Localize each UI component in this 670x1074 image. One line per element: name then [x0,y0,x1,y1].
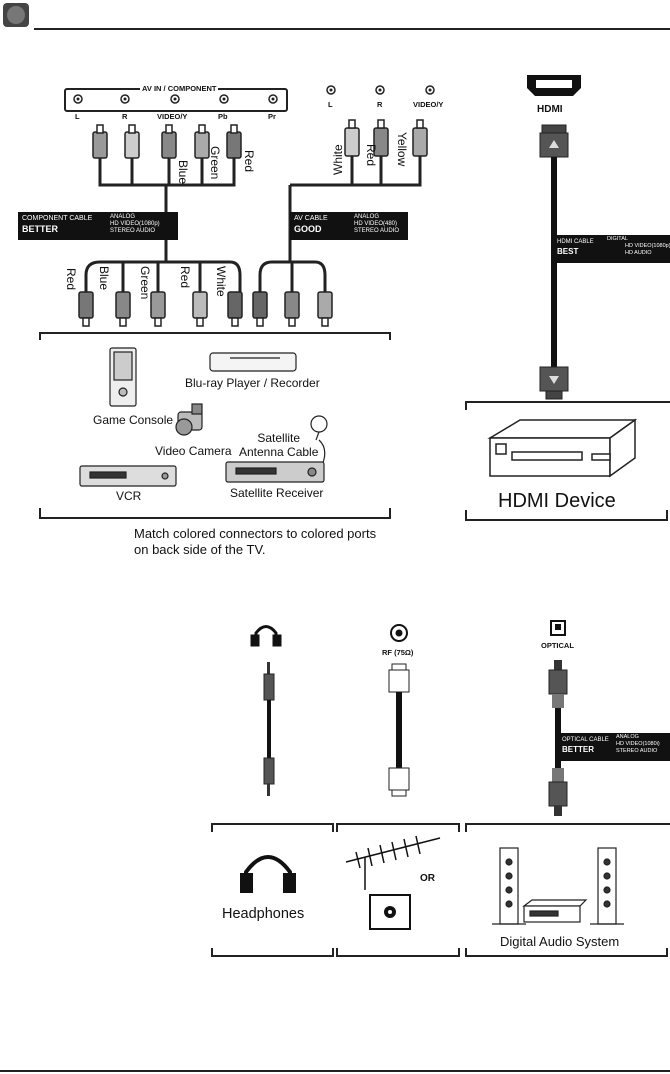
speaker-left-icon [492,847,526,925]
av-spec-1: ANALOG [354,214,380,220]
or-label: OR [420,873,435,884]
port-label-l: L [75,112,80,121]
av-spec-3: STEREO AUDIO [354,228,400,234]
header-rule [34,28,670,30]
audio-receiver-icon [522,899,588,923]
av-top-plugs [344,119,428,157]
color-label-red-2: Red [178,266,192,289]
footer-rule [0,1070,670,1072]
hdmi-port-label: HDMI [537,104,563,115]
av-in-component-title: AV IN / COMPONENT [140,84,219,93]
color-label-green: Green [138,266,152,300]
hdmi-cable-rating: BEST [557,247,579,256]
instruction-note: Match colored connectors to colored port… [134,526,377,557]
tv-antenna-icon [345,835,441,890]
satellite-antenna-label: Satellite Antenna Cable [239,431,319,459]
color-label-white: White [214,266,228,297]
headphones-icon [240,855,296,893]
optical-port-icon [550,620,566,636]
headphone-cable [263,662,275,796]
av-cable-label: AV CABLE GOOD ANALOG HD VIDEO(480) STERE… [290,212,408,240]
av-port-label-video: VIDEO/Y [413,100,444,109]
component-bottom-plugs [78,291,243,327]
video-camera-icon [175,403,203,436]
component-spec-1: ANALOG [110,214,136,220]
game-console-label: Game Console [93,413,174,427]
optical-cable-label: OPTICAL CABLE BETTER ANALOG HD VIDEO(108… [560,733,670,761]
hdmi-cable-label: HDMI CABLE BEST DIGITAL HD VIDEO(1080p) … [555,235,670,263]
port-label-pr: Pr [268,112,276,121]
vcr-icon [79,465,177,487]
color-label-blue-top: Blue [176,160,190,185]
hdmi-cable-name: HDMI CABLE [557,239,594,245]
av-spec-2: HD VIDEO(480) [354,221,398,227]
color-label-red-top: Red [242,150,256,173]
wall-outlet-icon [369,894,411,930]
speaker-right-icon [590,847,624,925]
port-label-pb: Pb [218,112,228,121]
hdmi-device-icon [487,418,638,478]
av-port-label-l: L [328,100,333,109]
color-label-yellow-av: Yellow [395,132,409,167]
rf-cable [388,663,410,797]
color-label-blue: Blue [97,266,111,291]
port-label-r: R [122,112,128,121]
optical-spec-2: HD VIDEO(1080i) [616,741,660,747]
hdmi-spec-3: HD AUDIO [625,250,652,256]
hdmi-device-label: HDMI Device [498,490,616,512]
bluray-label: Blu-ray Player / Recorder [185,376,320,390]
component-top-plugs [92,124,242,159]
digital-audio-label: Digital Audio System [500,934,620,949]
rf-port-label: RF (75Ω) [382,648,414,657]
hdmi-spec-2: HD VIDEO(1080p) [625,243,670,249]
optical-cable [548,660,568,816]
av-bottom-plugs [252,291,333,327]
av-port-label-r: R [377,100,383,109]
game-console-icon [109,347,137,407]
chapter-square-icon [3,3,29,27]
optical-cable-name: OPTICAL CABLE [562,737,609,743]
hdmi-spec-1: DIGITAL [607,236,628,242]
color-label-green-top: Green [208,146,222,180]
av-cable-rating: GOOD [294,224,322,234]
component-cable-name: COMPONENT CABLE [22,215,93,222]
component-cable-label: COMPONENT CABLE BETTER ANALOG HD VIDEO(1… [18,212,178,240]
optical-spec-1: ANALOG [616,734,639,740]
port-label-video: VIDEO/Y [157,112,188,121]
optical-port-label: OPTICAL [541,641,574,650]
video-camera-label: Video Camera [155,444,232,458]
color-label-red-av: Red [364,144,378,167]
color-label-white-av: White [331,144,345,175]
av-cable-name: AV CABLE [294,215,328,222]
satellite-receiver-icon [225,461,325,483]
color-label-red-1: Red [64,268,78,291]
bluray-player-icon [209,352,297,372]
rf-port-icon [390,624,408,642]
optical-cable-rating: BETTER [562,745,594,754]
headphones-label: Headphones [222,906,305,922]
component-spec-2: HD VIDEO(1080p) [110,221,160,227]
hdmi-cable [539,124,569,400]
optical-spec-3: STEREO AUDIO [616,748,658,754]
satellite-receiver-label: Satellite Receiver [230,486,324,500]
component-cable-rating: BETTER [22,224,58,234]
vcr-label: VCR [116,489,142,503]
component-spec-3: STEREO AUDIO [110,228,156,234]
headphone-port-icon [250,625,282,647]
hdmi-port-icon [527,75,581,96]
